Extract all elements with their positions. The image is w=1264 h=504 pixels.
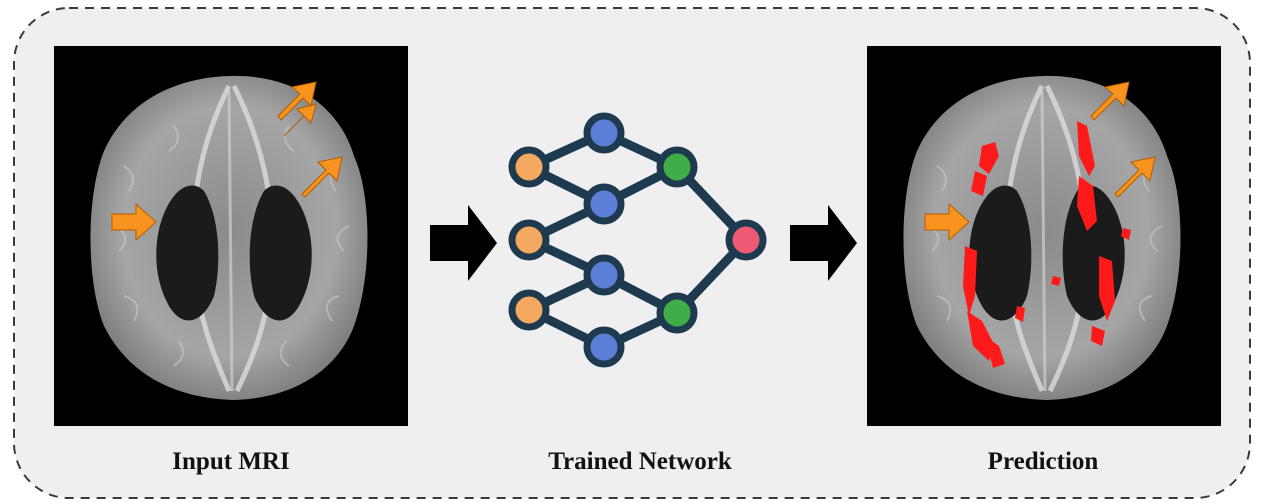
annotation-arrow-icon [924, 202, 970, 242]
input-mri-image [54, 46, 408, 426]
hidden-node [583, 112, 625, 154]
annotation-arrow-icon [301, 156, 343, 198]
annotation-arrow-icon [1114, 156, 1156, 198]
input-node [508, 289, 550, 331]
hidden-node [583, 326, 625, 368]
network-nodes [508, 112, 767, 368]
annotation-arrow-icon [1090, 81, 1130, 121]
annotation-arrow-icon [277, 81, 317, 121]
prediction-label: Prediction [987, 448, 1099, 475]
output-node [725, 219, 767, 261]
hidden-node [583, 183, 625, 225]
input-node [508, 219, 550, 261]
lesion-segmentation [963, 121, 1131, 368]
right-arrow-icon [430, 205, 497, 281]
ventricle-left [156, 185, 219, 321]
ventricle-left [969, 185, 1032, 321]
ventricle-right [249, 185, 312, 321]
annotation-arrow-icon [111, 202, 157, 242]
input-node [508, 146, 550, 188]
trained-network-label: Trained Network [548, 448, 732, 475]
annotation-arrow-icon [283, 103, 317, 137]
right-arrow-icon [790, 205, 857, 281]
prediction-image [867, 46, 1221, 426]
second-layer-node [656, 146, 698, 188]
second-layer-node [656, 292, 698, 334]
hidden-node [583, 254, 625, 296]
input-mri-label: Input MRI [172, 448, 290, 475]
